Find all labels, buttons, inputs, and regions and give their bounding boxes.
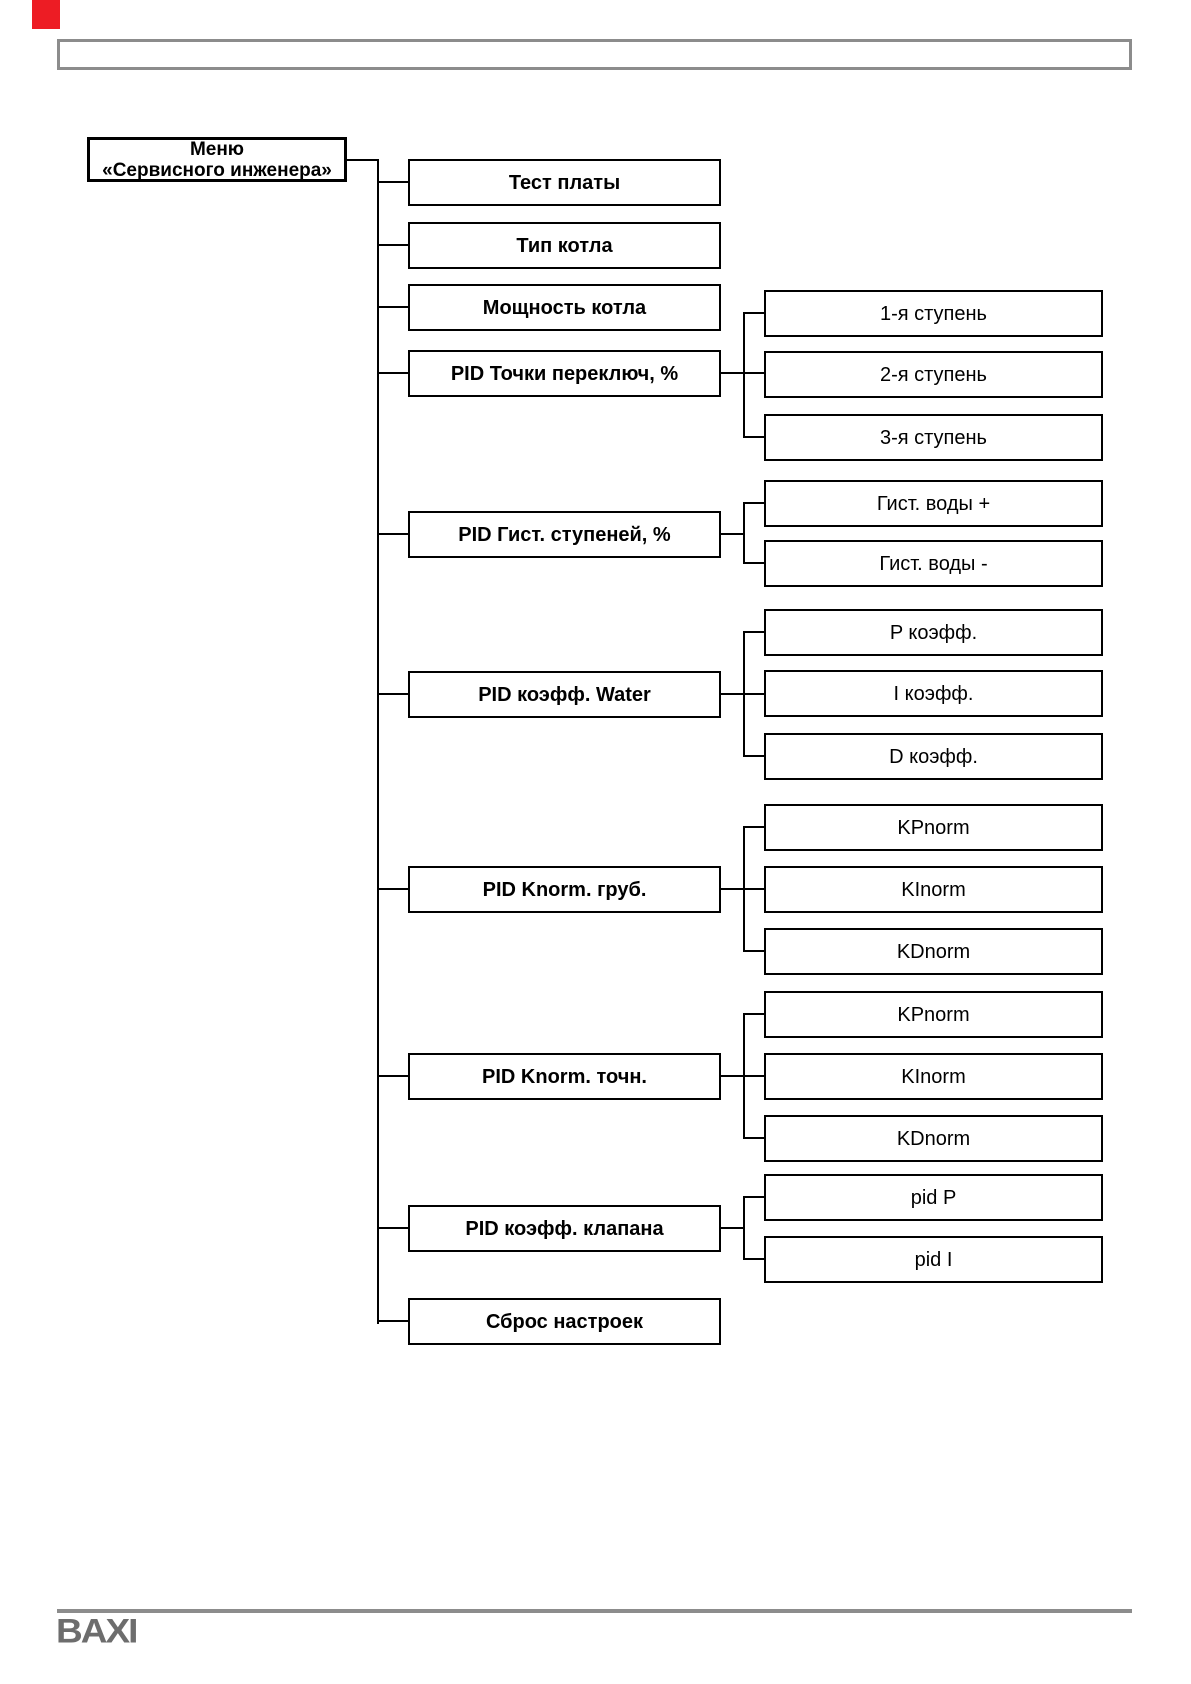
root-node-line: Меню [189, 138, 245, 160]
connector-child-stub-7-2 [743, 1137, 764, 1139]
baxi-logo: BAXI [56, 1612, 138, 1650]
red-corner-marker [32, 0, 60, 29]
connector-root-link [347, 159, 379, 161]
root-node: Меню«Сервисного инженера» [87, 137, 347, 182]
menu-item-box: Сброс настроек [408, 1298, 721, 1345]
menu-item-box: Тест платы [408, 159, 721, 206]
page-header-box [57, 39, 1132, 70]
submenu-item-box: KPnorm [764, 804, 1103, 851]
connector-rail-8 [743, 1196, 745, 1260]
connector-stub-7 [377, 1075, 408, 1077]
menu-item-box: PID Knorm. точн. [408, 1053, 721, 1100]
connector-child-stub-3-2 [743, 436, 764, 438]
connector-stub-1 [377, 244, 408, 246]
submenu-item-box: pid I [764, 1236, 1103, 1283]
submenu-item-box: KInorm [764, 1053, 1103, 1100]
submenu-item-box: I коэфф. [764, 670, 1103, 717]
connector-rail-4 [743, 502, 745, 564]
connector-child-stub-4-0 [743, 502, 764, 504]
connector-parent-link-4 [721, 533, 745, 535]
connector-stub-9 [377, 1320, 408, 1322]
menu-item-box: Мощность котла [408, 284, 721, 331]
submenu-item-box: D коэфф. [764, 733, 1103, 780]
connector-child-stub-5-2 [743, 755, 764, 757]
connector-trunk [377, 159, 379, 1324]
connector-rail-5 [743, 631, 745, 757]
connector-child-stub-7-0 [743, 1013, 764, 1015]
submenu-item-box: Гист. воды - [764, 540, 1103, 587]
submenu-item-box: KPnorm [764, 991, 1103, 1038]
menu-item-box: Тип котла [408, 222, 721, 269]
connector-stub-6 [377, 888, 408, 890]
submenu-item-box: pid P [764, 1174, 1103, 1221]
connector-stub-3 [377, 372, 408, 374]
connector-stub-4 [377, 533, 408, 535]
root-node-line: «Сервисного инженера» [102, 159, 332, 181]
connector-stub-0 [377, 181, 408, 183]
connector-parent-link-6 [721, 888, 764, 890]
connector-parent-link-8 [721, 1227, 745, 1229]
submenu-item-box: 1-я ступень [764, 290, 1103, 337]
menu-item-box: PID Точки переключ, % [408, 350, 721, 397]
connector-stub-5 [377, 693, 408, 695]
submenu-item-box: 2-я ступень [764, 351, 1103, 398]
connector-child-stub-6-2 [743, 950, 764, 952]
submenu-item-box: KDnorm [764, 928, 1103, 975]
connector-rail-7 [743, 1013, 745, 1139]
menu-item-box: PID Knorm. груб. [408, 866, 721, 913]
connector-child-stub-4-1 [743, 562, 764, 564]
submenu-item-box: KDnorm [764, 1115, 1103, 1162]
connector-stub-8 [377, 1227, 408, 1229]
connector-stub-2 [377, 306, 408, 308]
connector-parent-link-7 [721, 1075, 764, 1077]
submenu-item-box: KInorm [764, 866, 1103, 913]
connector-child-stub-5-0 [743, 631, 764, 633]
connector-parent-link-3 [721, 372, 764, 374]
connector-child-stub-8-0 [743, 1196, 764, 1198]
footer-divider [57, 1609, 1132, 1613]
connector-rail-6 [743, 826, 745, 952]
connector-child-stub-6-0 [743, 826, 764, 828]
submenu-item-box: P коэфф. [764, 609, 1103, 656]
connector-child-stub-8-1 [743, 1258, 764, 1260]
menu-item-box: PID коэфф. клапана [408, 1205, 721, 1252]
menu-item-box: PID Гист. ступеней, % [408, 511, 721, 558]
menu-item-box: PID коэфф. Water [408, 671, 721, 718]
submenu-item-box: Гист. воды + [764, 480, 1103, 527]
connector-child-stub-3-0 [743, 312, 764, 314]
connector-parent-link-5 [721, 693, 764, 695]
submenu-item-box: 3-я ступень [764, 414, 1103, 461]
connector-rail-3 [743, 312, 745, 438]
